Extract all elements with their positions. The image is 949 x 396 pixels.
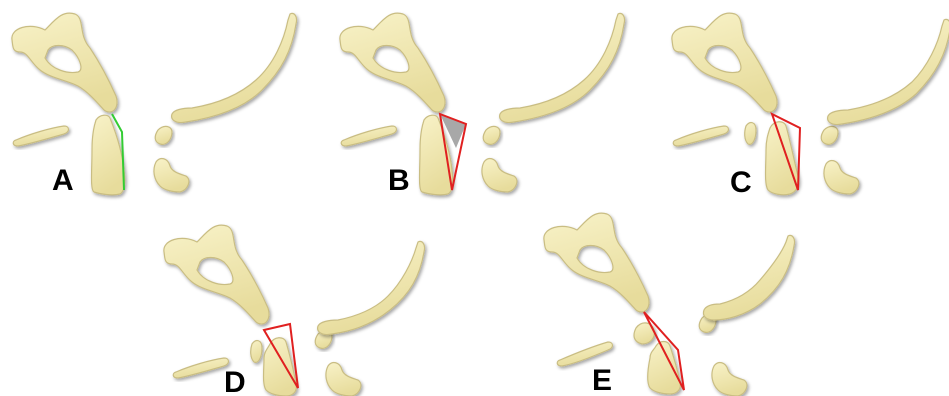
panel-label: B	[388, 164, 410, 197]
c1-anterior-arch-bone	[557, 342, 612, 366]
panel-label: C	[730, 166, 752, 199]
pharyngeal-bone-lower	[824, 161, 859, 194]
pharyngeal-bone-lower	[326, 363, 361, 396]
panel-label: D	[224, 366, 246, 396]
palate-curve-bone	[172, 13, 297, 122]
palate-curve-bone	[828, 19, 949, 124]
pharyngeal-bone-upper	[821, 126, 838, 144]
panel-b: B	[340, 13, 625, 197]
panel-c: C	[672, 13, 949, 199]
dens-c2-bone	[264, 338, 297, 396]
pharyngeal-bone-lower	[482, 159, 517, 192]
skull-base-bone	[340, 13, 445, 112]
pharyngeal-bone-upper	[155, 126, 172, 144]
c1-anterior-arch-bone	[13, 126, 68, 146]
panel-d: D	[164, 225, 425, 396]
dens-c2-bone	[766, 122, 799, 195]
palate-curve-bone	[703, 235, 794, 320]
c1-anterior-arch-bone	[173, 358, 228, 378]
palate-curve-bone	[318, 241, 425, 334]
skull-base-bone	[672, 13, 777, 112]
palate-curve-bone	[500, 13, 625, 122]
skull-base-bone	[12, 13, 117, 112]
skull-base-bone	[164, 225, 269, 324]
panel-label: A	[52, 164, 74, 197]
c1-small-bone	[251, 341, 262, 363]
panel-e: E	[544, 213, 795, 396]
pharyngeal-bone-lower	[154, 159, 189, 192]
c1-anterior-arch-bone	[341, 126, 396, 146]
pharyngeal-bone-lower	[712, 363, 747, 396]
panel-a: A	[12, 13, 297, 197]
pharyngeal-bone-upper	[483, 126, 500, 144]
c1-anterior-arch-bone	[673, 126, 728, 146]
panel-label: E	[592, 364, 612, 396]
c1-small-bone	[745, 123, 756, 145]
skull-base-bone	[544, 213, 649, 312]
